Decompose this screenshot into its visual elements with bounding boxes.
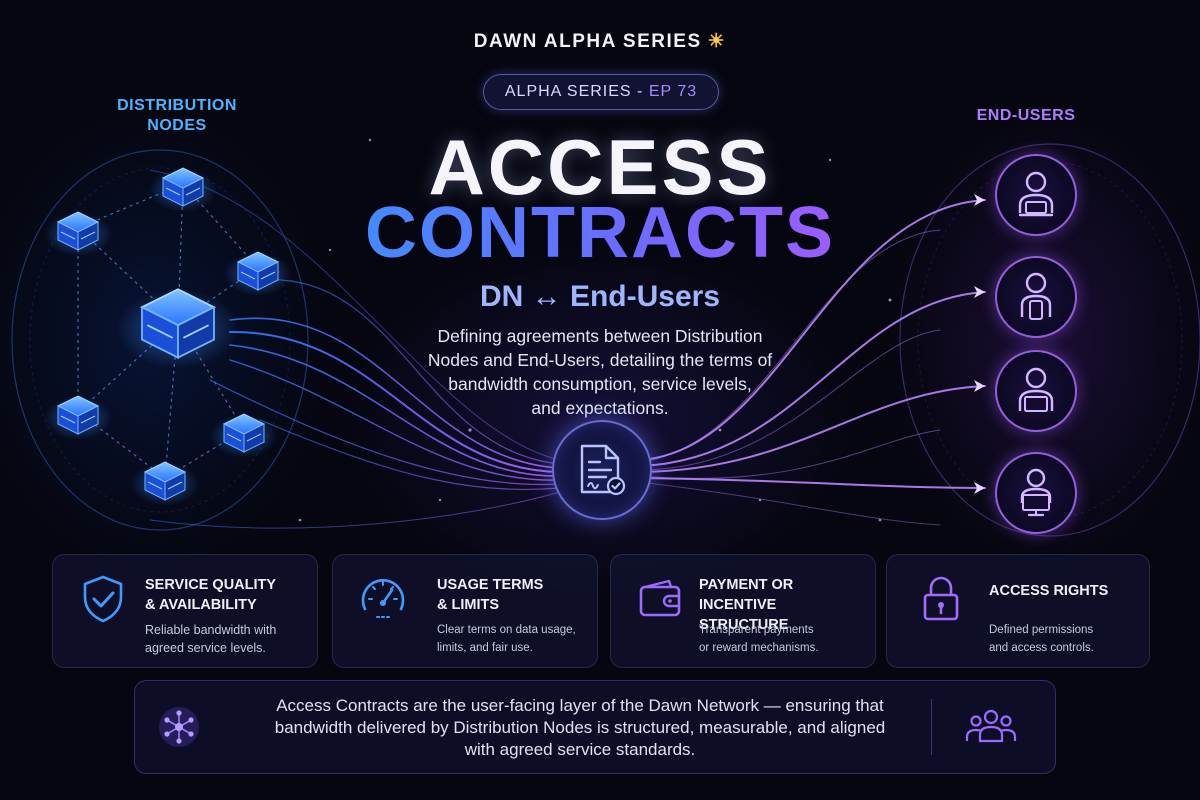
user-desktop-icon [1018, 367, 1054, 412]
summary-text: Access Contracts are the user-facing lay… [255, 695, 905, 761]
distribution-nodes-label-line1: DISTRIBUTION [117, 97, 237, 114]
end-users-label: END-USERS [976, 107, 1076, 124]
card-title-line: Incentive Structure [699, 597, 789, 633]
distribution-nodes-label-line2: NODES [147, 117, 207, 134]
wallet-icon [639, 579, 681, 617]
end-user-monitor [995, 452, 1077, 534]
server-node-icon [130, 461, 200, 507]
speedometer-icon [361, 578, 405, 618]
summary-divider [931, 699, 932, 755]
card-service-quality: Service Quality & Availability Reliable … [52, 554, 318, 668]
summary-line: Access Contracts are the user-facing lay… [276, 696, 884, 715]
card-text-line: or reward mechanisms. [699, 642, 819, 654]
card-title: Access Rights [989, 581, 1141, 601]
card-text: Clear terms on data usage, limits, and f… [437, 621, 587, 657]
server-node-icon [43, 395, 113, 441]
shield-check-icon [83, 575, 123, 623]
card-access-rights: Access Rights Defined permissions and ac… [886, 554, 1150, 668]
card-text-line: Reliable bandwidth with [145, 623, 277, 637]
series-title-text: DAWN ALPHA SERIES [473, 31, 702, 52]
padlock-icon [923, 576, 959, 621]
card-text: Transparent payments or reward mechanism… [699, 621, 865, 657]
card-title-line: Payment or [699, 577, 794, 593]
distribution-nodes-label: DISTRIBUTION NODES [72, 96, 282, 136]
card-text-line: limits, and fair use. [437, 642, 533, 654]
summary-bar: Access Contracts are the user-facing lay… [134, 680, 1056, 774]
card-text-line: Clear terms on data usage, [437, 624, 576, 636]
card-title: Service Quality & Availability [145, 575, 309, 615]
card-title-line: Service Quality [145, 577, 277, 593]
series-title: DAWN ALPHA SERIES☀ [0, 30, 1200, 53]
contract-document-icon [580, 444, 626, 496]
title-line-2: CONTRACTS [0, 192, 1200, 274]
card-title-line: Access Rights [989, 583, 1109, 599]
episode-pill-prefix: ALPHA SERIES - [504, 83, 649, 100]
end-user-desktop [995, 350, 1077, 432]
card-payment-structure: Payment or Incentive Structure Transpare… [610, 554, 876, 668]
card-text-line: agreed service levels. [145, 641, 266, 655]
user-monitor-icon [1020, 468, 1052, 517]
end-user-phone [995, 256, 1077, 338]
contract-hub [552, 420, 652, 520]
episode-pill: ALPHA SERIES - EP 73 [483, 74, 719, 110]
team-users-icon [965, 709, 1017, 743]
card-title: Usage Terms & Limits [437, 575, 589, 615]
summary-line: bandwidth delivered by Distribution Node… [274, 718, 886, 737]
sun-icon: ☀ [707, 31, 727, 52]
card-text: Defined permissions and access controls. [989, 621, 1139, 657]
subtitle: DN ↔ End-Users [479, 280, 721, 313]
network-hub-icon [159, 707, 199, 747]
card-title-line: & Availability [145, 597, 257, 613]
card-text: Reliable bandwidth with agreed service l… [145, 621, 307, 657]
user-phone-icon [1020, 272, 1052, 320]
card-text-line: Defined permissions [989, 624, 1094, 636]
episode-number: EP 73 [648, 83, 698, 100]
description-line: bandwidth consumption, service levels, [448, 374, 752, 394]
card-text-line: and access controls. [989, 642, 1094, 654]
description: Defining agreements between Distribution… [380, 324, 820, 420]
description-line: Nodes and End-Users, detailing the terms… [427, 350, 773, 370]
card-title: Payment or Incentive Structure [699, 575, 867, 635]
card-usage-terms: Usage Terms & Limits Clear terms on data… [332, 554, 598, 668]
card-title-line: & Limits [437, 597, 500, 613]
card-title-line: Usage Terms [437, 577, 544, 593]
end-user-laptop [995, 154, 1077, 236]
title-line-1: ACCESS [428, 123, 772, 211]
card-text-line: Transparent payments [699, 624, 814, 636]
user-laptop-icon [1018, 171, 1054, 217]
summary-line: with agreed service standards. [464, 740, 696, 759]
description-line: Defining agreements between Distribution [437, 326, 763, 346]
description-line: and expectations. [531, 398, 669, 418]
server-node-icon [209, 413, 279, 459]
